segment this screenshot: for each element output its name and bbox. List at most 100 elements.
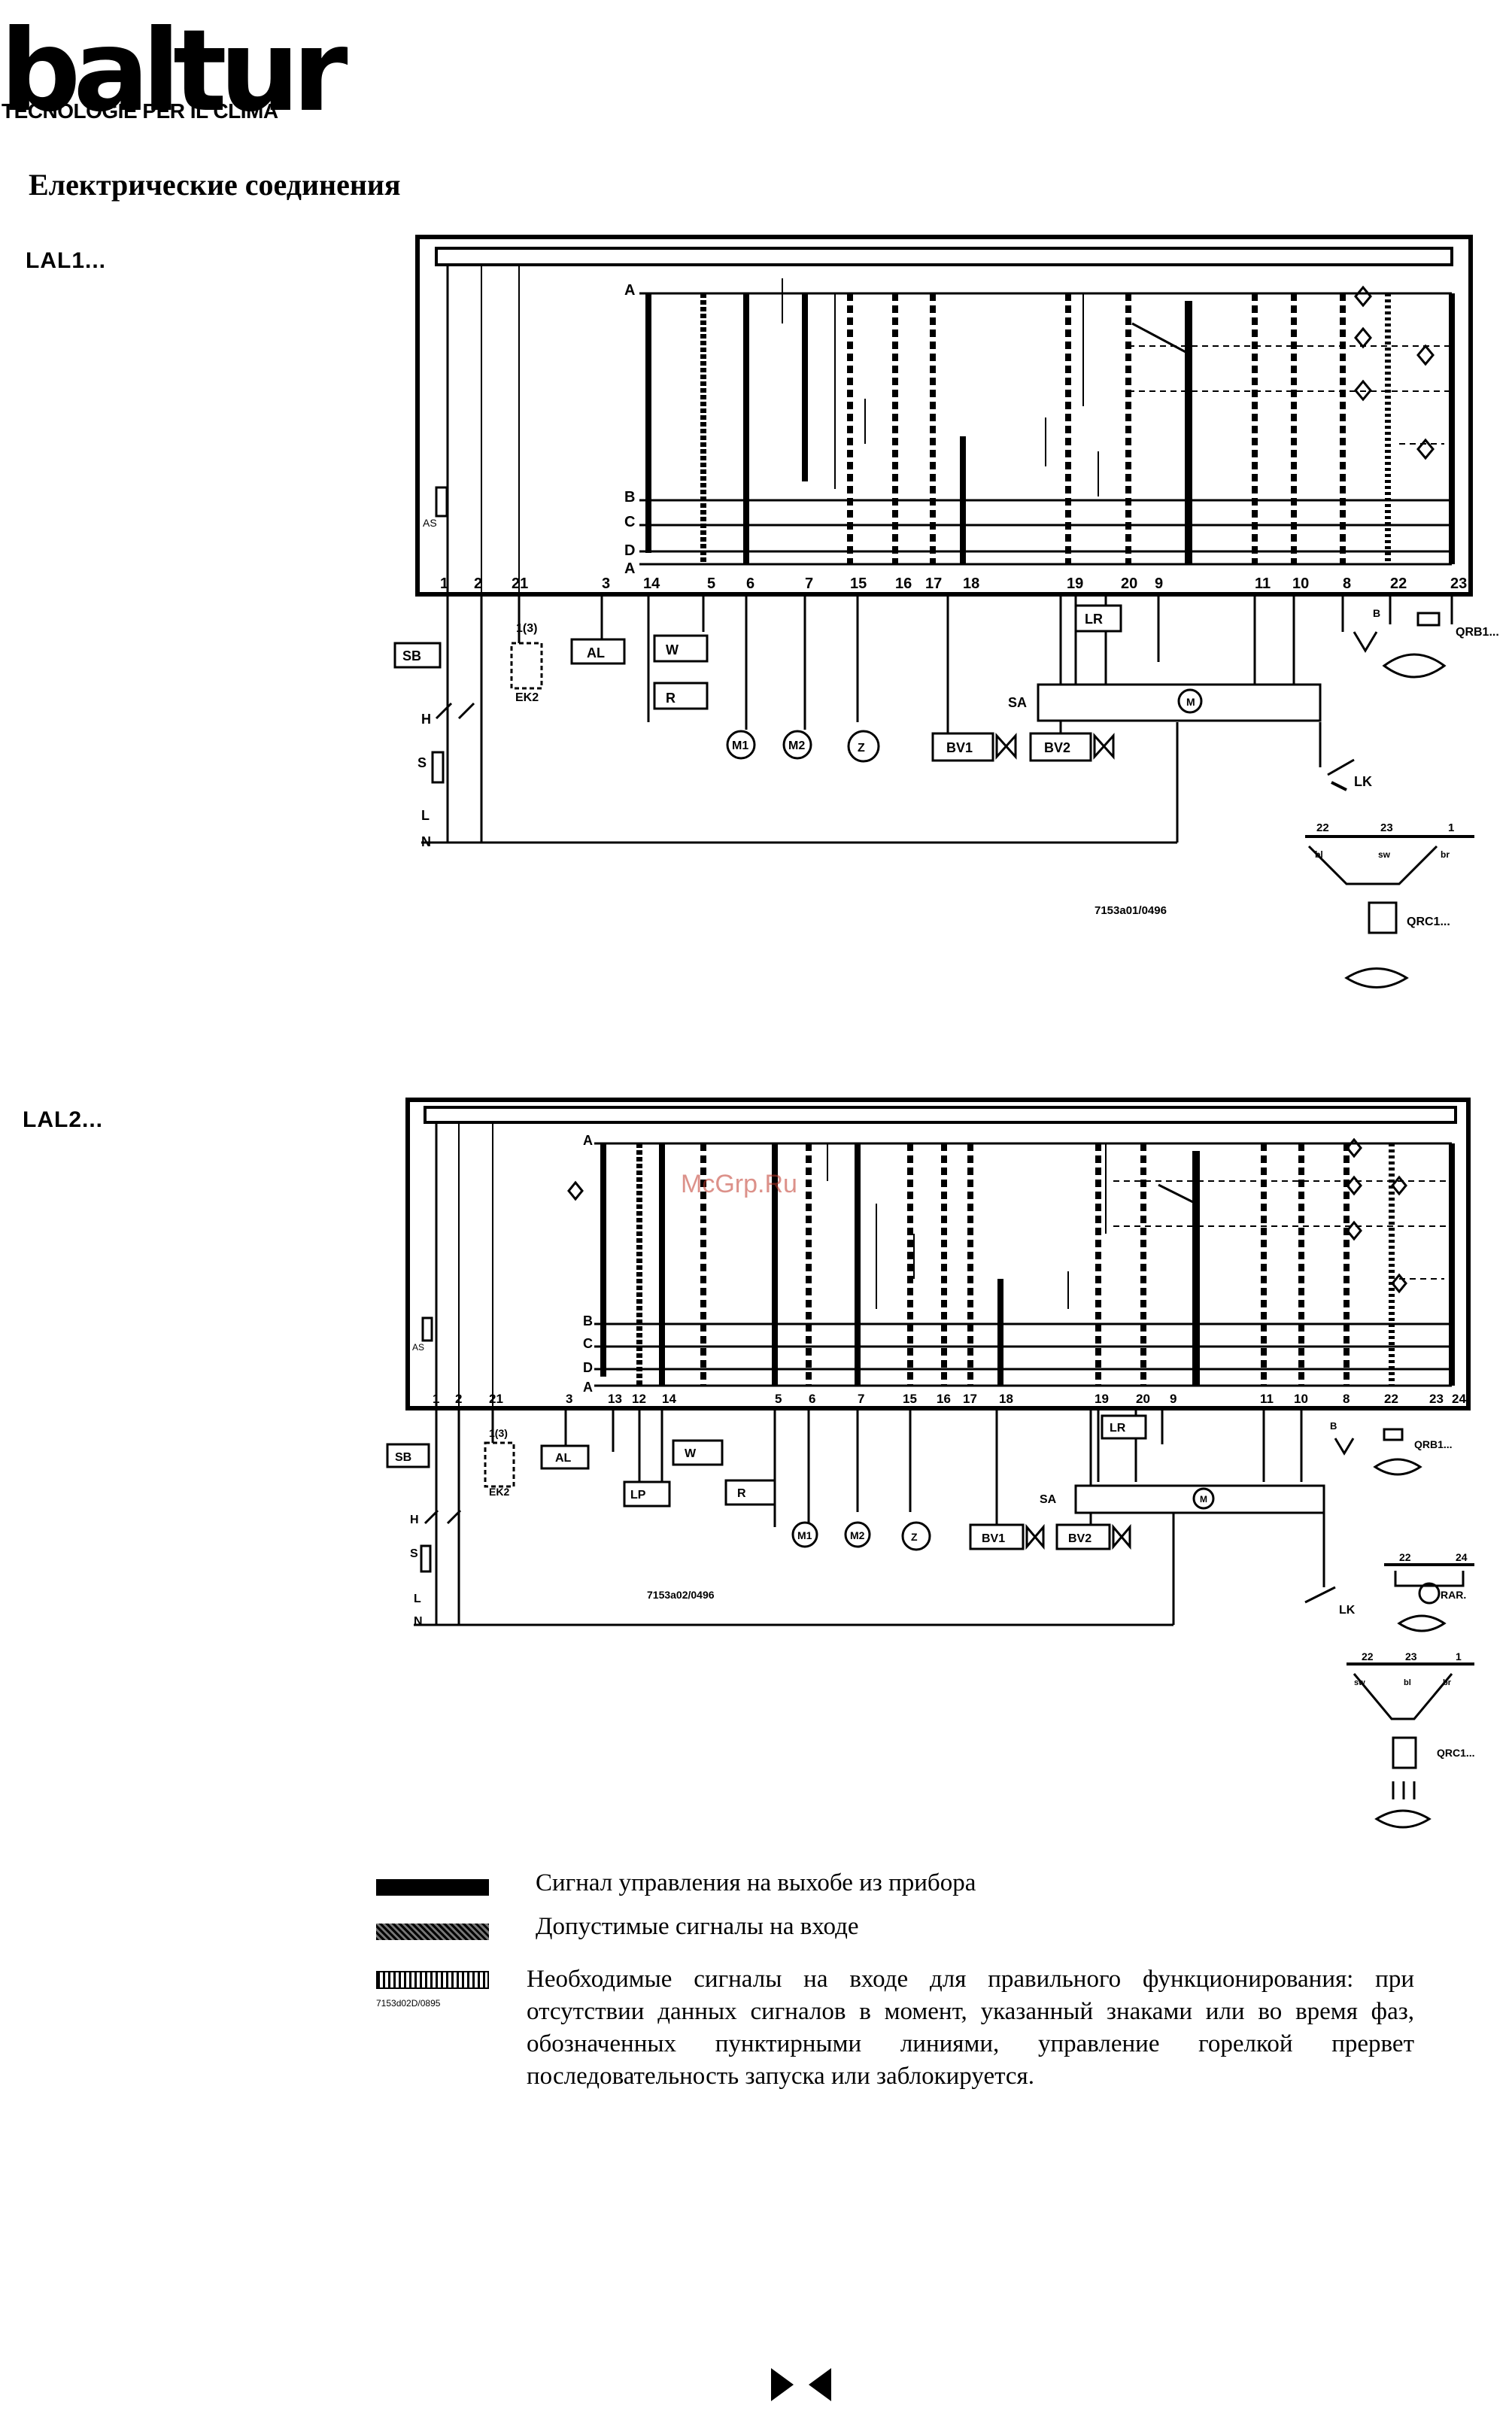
row-label-a2: A: [624, 560, 635, 577]
component-label-bv1: BV1: [946, 740, 973, 755]
row-label-a: A: [624, 282, 635, 299]
prev-page-icon[interactable]: [809, 2368, 831, 2401]
rar-terminal: 22: [1399, 1551, 1411, 1563]
terminal-label: 6: [746, 575, 754, 592]
next-page-icon[interactable]: [771, 2368, 794, 2401]
terminal-label: 24: [1452, 1392, 1466, 1406]
component-label-l: L: [414, 1593, 421, 1605]
legend-item: Допустимые сигналы на входе: [536, 1913, 859, 1940]
terminal-label: 9: [1170, 1392, 1177, 1406]
component-note-ek2: 1(3): [516, 622, 537, 635]
terminal-label: 20: [1136, 1392, 1150, 1406]
row-label-c: C: [583, 1336, 593, 1351]
terminal-label: 5: [775, 1392, 782, 1406]
row-label-c: C: [624, 514, 635, 530]
terminal-label: 14: [662, 1392, 676, 1406]
terminal-label: 10: [1292, 575, 1309, 592]
component-label-bv2: BV2: [1068, 1532, 1091, 1545]
terminal-label: 20: [1121, 575, 1137, 592]
terminal-label: 1: [433, 1392, 439, 1406]
diagram-code: 7153a02/0496: [647, 1589, 715, 1601]
component-label-qrb: QRB1...: [1456, 626, 1499, 639]
qrc-wire: sw: [1378, 849, 1391, 860]
terminal-label: 21: [489, 1392, 503, 1406]
fuse-label-as: AS: [423, 517, 437, 529]
component-label-ek2: EK2: [515, 691, 539, 704]
component-label-al: AL: [555, 1452, 572, 1465]
component-label-sa: SA: [1008, 695, 1027, 710]
qrc-wire: sw: [1354, 1678, 1365, 1687]
row-label-d: D: [583, 1360, 593, 1375]
component-label-lr: LR: [1085, 612, 1103, 627]
terminal-label: 11: [1255, 575, 1271, 592]
component-label-bv1: BV1: [982, 1532, 1005, 1545]
component-label-sb: SB: [402, 648, 421, 663]
qrc-terminal: 23: [1405, 1650, 1417, 1662]
terminal-label: 2: [455, 1392, 462, 1406]
qrc-terminal: 22: [1362, 1650, 1374, 1662]
terminal-label: 15: [903, 1392, 917, 1406]
component-label-qrc: QRC1...: [1437, 1747, 1475, 1759]
component-label-m1: M1: [797, 1529, 812, 1541]
terminal-label: 7: [805, 575, 813, 592]
terminal-label: 9: [1155, 575, 1163, 592]
component-label-m1: M1: [732, 739, 748, 752]
component-note-ek2: 1(3): [489, 1427, 508, 1439]
model-label-lal2: LAL2...: [23, 1107, 104, 1132]
terminal-label: 17: [925, 575, 942, 592]
terminal-label: 13: [608, 1392, 622, 1406]
component-label-r: R: [737, 1487, 746, 1500]
terminal-label: 23: [1450, 575, 1467, 592]
terminal-label: 12: [632, 1392, 646, 1406]
component-label-lr: LR: [1110, 1422, 1126, 1435]
legend-item: Необходимые сигналы на входе для правиль…: [527, 1966, 1414, 2090]
terminal-label: 19: [1095, 1392, 1109, 1406]
terminal-label: 3: [566, 1392, 572, 1406]
terminal-label: 15: [850, 575, 867, 592]
component-label-w: W: [666, 642, 679, 657]
component-label-lp: LP: [630, 1489, 646, 1502]
model-label-lal1: LAL1...: [26, 248, 107, 273]
terminal-label: 8: [1343, 1392, 1350, 1406]
watermark: McGrp.Ru: [681, 1170, 797, 1198]
component-label-lk: LK: [1354, 774, 1372, 789]
terminal-label: 14: [643, 575, 660, 592]
wiring-diagram-lal2: A B C D A AS 1 2 21 3 13 12 14 5 6 7 15 …: [386, 1098, 1475, 1829]
component-label-ek2: EK2: [489, 1486, 509, 1498]
legend-item: Сигнал управления на выхобе из прибора: [536, 1869, 976, 1896]
terminal-label: 11: [1260, 1392, 1274, 1406]
page-nav[interactable]: [760, 2362, 843, 2407]
component-label-h: H: [410, 1514, 419, 1526]
component-label-qrc: QRC1...: [1407, 915, 1450, 928]
terminal-label: 17: [963, 1392, 977, 1406]
component-label-motor: M: [1200, 1494, 1207, 1505]
baltur-logo: baltur: [0, 6, 348, 137]
row-label-b: B: [583, 1313, 593, 1328]
component-label-n: N: [414, 1615, 423, 1628]
component-label-sa: SA: [1040, 1493, 1057, 1506]
component-label-sb: SB: [395, 1451, 411, 1464]
terminal-label: 2: [474, 575, 482, 592]
terminal-label: 7: [858, 1392, 864, 1406]
terminal-label: 19: [1067, 575, 1083, 592]
qrc-terminal: 22: [1316, 821, 1329, 834]
wiring-diagram-lal1: A B C D A AS 1 2 21 3 14 5 6 7 15 16 17 …: [393, 235, 1499, 988]
terminal-label: 16: [937, 1392, 951, 1406]
row-label-d: D: [624, 542, 635, 559]
terminal-label: 6: [809, 1392, 815, 1406]
logo-tagline: TECNOLOGIE PER IL CLIMA: [2, 99, 278, 123]
component-label-bv2: BV2: [1044, 740, 1070, 755]
row-label-b: B: [624, 489, 635, 506]
terminal-label: 5: [707, 575, 715, 592]
component-label-b: B: [1330, 1420, 1337, 1432]
component-label-l: L: [421, 808, 430, 823]
qrc-wire: br: [1443, 1678, 1452, 1687]
rar-terminal: 24: [1456, 1551, 1468, 1563]
legend-swatch-output: [376, 1879, 489, 1896]
component-label-al: AL: [587, 645, 605, 660]
component-label-rar: RAR.: [1441, 1589, 1466, 1601]
legend-swatch-permitted: [376, 1924, 489, 1940]
component-label-n: N: [421, 834, 431, 849]
terminal-label: 22: [1390, 575, 1407, 592]
terminal-label: 8: [1343, 575, 1351, 592]
